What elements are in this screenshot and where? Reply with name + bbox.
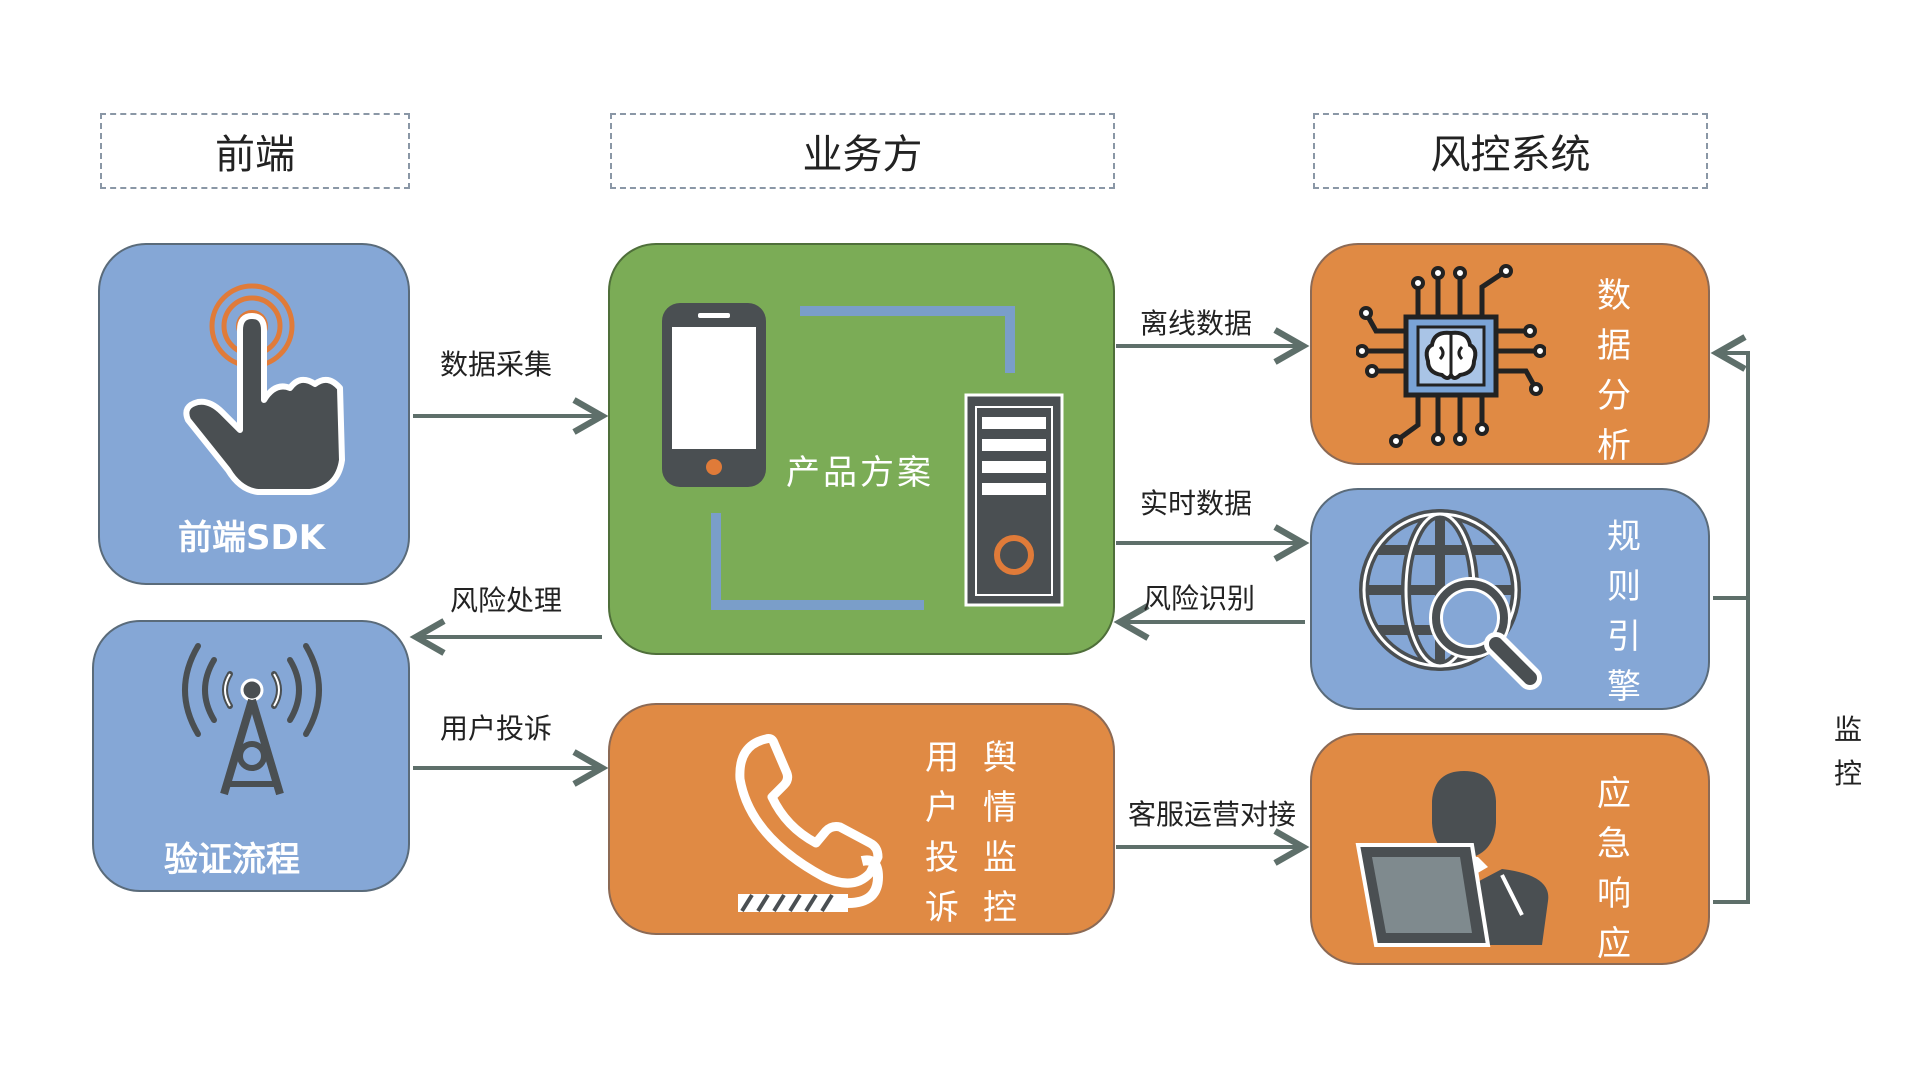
header-risk-system: 风控系统 xyxy=(1313,113,1708,189)
rule-engine-char: 引 xyxy=(1607,617,1641,657)
edge-label-data-collection: 数据采集 xyxy=(440,348,553,381)
emergency-label: 应 急 响 应 xyxy=(1594,769,1634,969)
data-analysis-char: 数 xyxy=(1597,276,1631,316)
data-analysis-char: 据 xyxy=(1597,326,1631,366)
complaint-char: 投 xyxy=(925,838,959,878)
edge-label-monitor: 监 控 xyxy=(1828,708,1868,796)
verification-flow-label: 验证流程 xyxy=(164,840,300,880)
complaint-char: 诉 xyxy=(925,888,959,928)
header-frontend: 前端 xyxy=(100,113,410,189)
sentiment-char: 监 xyxy=(983,838,1017,878)
sentiment-char: 控 xyxy=(983,888,1017,928)
touch-icon xyxy=(183,283,345,495)
complaint-label: 用 户 投 诉 xyxy=(922,733,962,933)
rule-engine-char: 则 xyxy=(1607,567,1641,607)
data-analysis-char: 析 xyxy=(1597,426,1631,466)
header-business: 业务方 xyxy=(610,113,1115,189)
sentiment-label: 舆 情 监 控 xyxy=(980,733,1020,933)
edge-label-offline-data: 离线数据 xyxy=(1140,307,1253,340)
rule-engine-label: 规 则 引 擎 xyxy=(1604,512,1644,712)
ai-chip-icon xyxy=(1356,264,1546,448)
phone-server-icon xyxy=(662,303,1064,610)
signal-tower-icon xyxy=(182,643,322,796)
edge-label-user-complaint: 用户投诉 xyxy=(440,712,553,745)
node-data-analysis[interactable]: 数 据 分 析 xyxy=(1310,243,1710,466)
sentiment-char: 情 xyxy=(983,788,1017,828)
complaint-char: 用 xyxy=(925,738,959,778)
complaint-char: 户 xyxy=(925,788,959,828)
node-rule-engine[interactable]: 规 则 引 擎 xyxy=(1310,488,1710,710)
monitor-char: 控 xyxy=(1833,757,1862,790)
rule-engine-char: 擎 xyxy=(1607,667,1641,707)
emergency-char: 急 xyxy=(1597,824,1631,864)
node-complaint-sentiment[interactable]: 用 户 投 诉 舆 情 监 控 xyxy=(608,703,1115,935)
edge-label-realtime-data: 实时数据 xyxy=(1140,487,1253,520)
edge-label-risk-identify: 风险识别 xyxy=(1143,582,1256,615)
operator-icon xyxy=(1355,771,1549,947)
node-product-solution[interactable]: 产品方案 xyxy=(608,243,1115,655)
edge-label-cs-ops: 客服运营对接 xyxy=(1128,798,1297,831)
emergency-char: 应 xyxy=(1597,924,1631,964)
node-verification-flow[interactable]: 验证流程 xyxy=(92,620,410,892)
data-analysis-label: 数 据 分 析 xyxy=(1594,271,1634,471)
data-analysis-char: 分 xyxy=(1597,376,1631,416)
arrow-monitor xyxy=(1710,334,1750,904)
globe-search-icon xyxy=(1359,509,1542,690)
rule-engine-char: 规 xyxy=(1607,517,1641,557)
product-solution-label: 产品方案 xyxy=(786,453,934,493)
node-emergency-response[interactable]: 应 急 响 应 xyxy=(1310,733,1710,965)
emergency-char: 应 xyxy=(1597,774,1631,814)
monitor-char: 监 xyxy=(1833,713,1862,746)
telephone-icon xyxy=(735,734,884,913)
sentiment-char: 舆 xyxy=(983,738,1017,778)
emergency-char: 响 xyxy=(1597,874,1631,914)
node-frontend-sdk[interactable]: 前端SDK xyxy=(98,243,410,585)
frontend-sdk-label: 前端SDK xyxy=(178,518,326,558)
edge-label-risk-handling: 风险处理 xyxy=(450,584,563,617)
